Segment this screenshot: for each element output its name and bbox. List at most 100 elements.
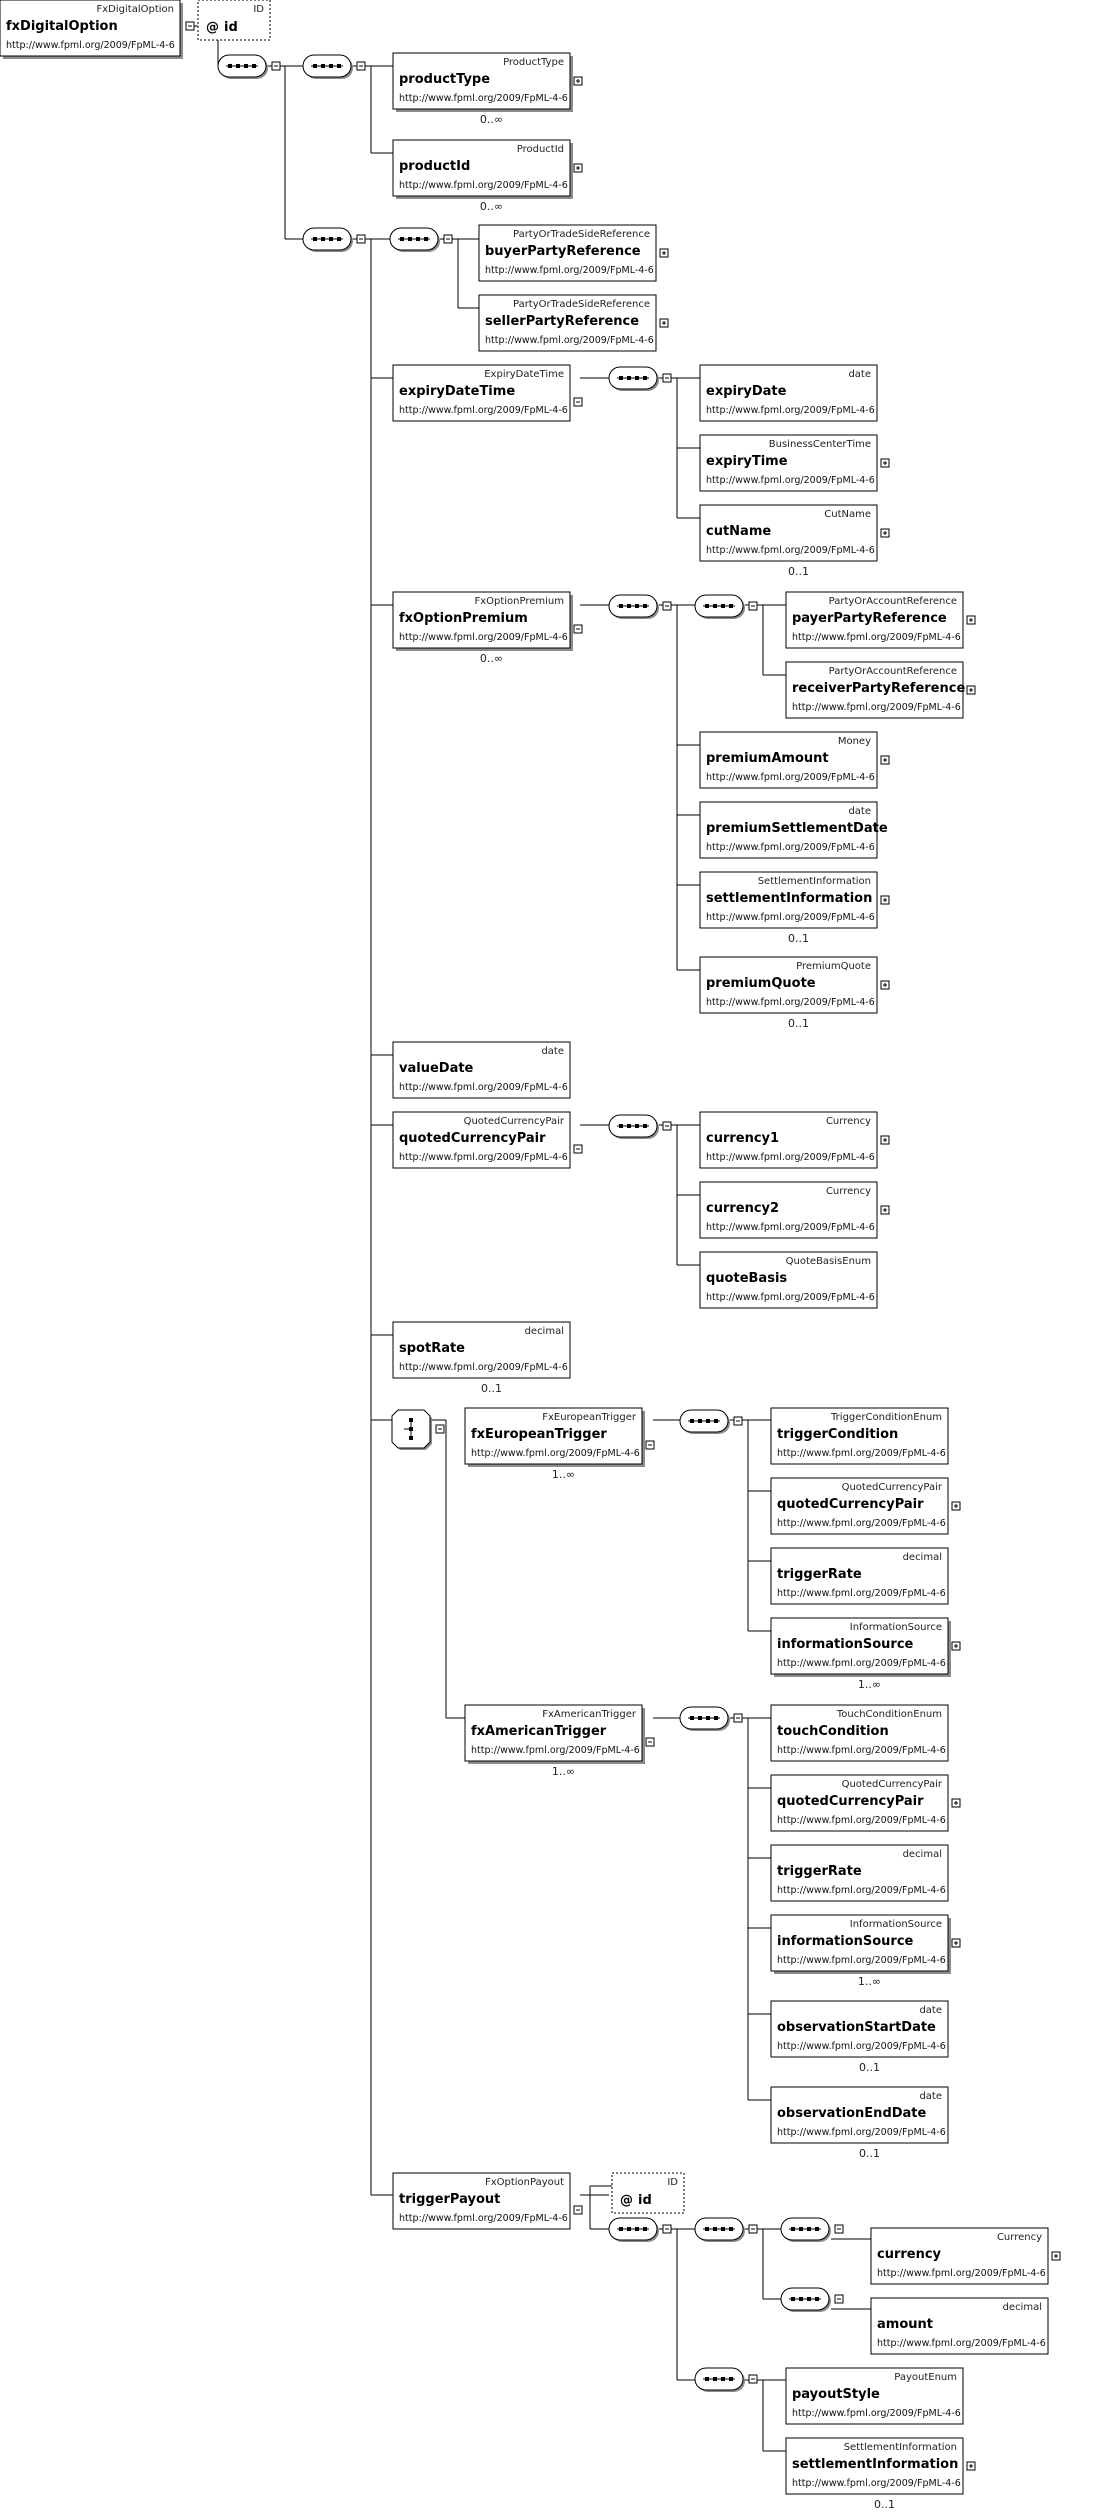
currency-expand-icon[interactable]	[1051, 2251, 1061, 2261]
element-valueDate[interactable]: datevalueDatehttp://www.fpml.org/2009/Fp…	[392, 1041, 571, 1099]
element-expiryDateTime[interactable]: ExpiryDateTimeexpiryDateTimehttp://www.f…	[392, 364, 571, 422]
element-quotedCurrencyPair[interactable]: QuotedCurrencyPairquotedCurrencyPairhttp…	[392, 1111, 571, 1169]
settlementInformation1-expand-icon[interactable]	[880, 895, 890, 905]
seq-party-refs[interactable]	[389, 227, 440, 252]
seq-payout-style-collapse-icon[interactable]	[748, 2374, 758, 2384]
element-cutName[interactable]: CutNamecutNamehttp://www.fpml.org/2009/F…	[699, 504, 878, 562]
currency2-expand-icon[interactable]	[880, 1205, 890, 1215]
element-fxEuropeanTrigger[interactable]: FxEuropeanTriggerfxEuropeanTriggerhttp:/…	[464, 1407, 645, 1467]
fxOptionPremium-collapse-icon[interactable]	[573, 624, 583, 634]
element-productId[interactable]: ProductIdproductIdhttp://www.fpml.org/20…	[392, 139, 573, 199]
seq-main[interactable]	[217, 54, 268, 79]
element-sellerPartyReference[interactable]: PartyOrTradeSideReferencesellerPartyRefe…	[478, 294, 657, 352]
productType-expand-icon[interactable]	[573, 76, 583, 86]
seq-parties-collapse-icon[interactable]	[356, 234, 366, 244]
productId-expand-icon[interactable]	[573, 163, 583, 173]
fxEuropeanTrigger-collapse-icon[interactable]	[645, 1440, 655, 1450]
premiumAmount-expand-icon[interactable]	[880, 755, 890, 765]
element-observationStartDate[interactable]: dateobservationStartDatehttp://www.fpml.…	[770, 2000, 949, 2058]
settlementInformation2-expand-icon[interactable]	[966, 2461, 976, 2471]
seq-payout-choice-collapse-icon[interactable]	[748, 2224, 758, 2234]
element-currency1[interactable]: Currencycurrency1http://www.fpml.org/200…	[699, 1111, 878, 1169]
payerPartyReference-expand-icon[interactable]	[966, 615, 976, 625]
element-root[interactable]: FxDigitalOptionfxDigitalOptionhttp://www…	[0, 0, 183, 59]
seq-payout-amount-2[interactable]	[780, 2287, 831, 2312]
element-name: quotedCurrencyPair	[777, 1794, 924, 1809]
attr-root-id[interactable]: ID@id	[197, 0, 271, 41]
seq-product-collapse-icon[interactable]	[356, 61, 366, 71]
element-spotRate[interactable]: decimalspotRatehttp://www.fpml.org/2009/…	[392, 1321, 571, 1379]
element-premiumSettlementDate[interactable]: datepremiumSettlementDatehttp://www.fpml…	[699, 801, 888, 859]
seq-european-collapse-icon[interactable]	[733, 1416, 743, 1426]
seq-payout[interactable]	[608, 2217, 659, 2242]
element-fxAmericanTrigger[interactable]: FxAmericanTriggerfxAmericanTriggerhttp:/…	[464, 1704, 645, 1764]
seq-product[interactable]	[302, 54, 353, 79]
element-currency2[interactable]: Currencycurrency2http://www.fpml.org/200…	[699, 1181, 878, 1239]
seq-premium-collapse-icon[interactable]	[662, 601, 672, 611]
element-productType[interactable]: ProductTypeproductTypehttp://www.fpml.or…	[392, 52, 573, 112]
seq-payout-choice[interactable]	[694, 2217, 745, 2242]
quotedCurrencyPair2-expand-icon[interactable]	[951, 1501, 961, 1511]
choice-trigger[interactable]	[391, 1409, 432, 1450]
seq-european[interactable]	[679, 1409, 730, 1434]
element-receiverPartyReference[interactable]: PartyOrAccountReferencereceiverPartyRefe…	[785, 661, 965, 719]
element-settlementInformation1[interactable]: SettlementInformationsettlementInformati…	[699, 871, 878, 929]
element-informationSource2[interactable]: InformationSourceinformationSourcehttp:/…	[770, 1914, 951, 1974]
receiverPartyReference-expand-icon[interactable]	[966, 685, 976, 695]
informationSource1-expand-icon[interactable]	[951, 1641, 961, 1651]
quotedCurrencyPair3-expand-icon[interactable]	[951, 1798, 961, 1808]
sellerPartyReference-expand-icon[interactable]	[659, 318, 669, 328]
seq-payout-style[interactable]	[694, 2367, 745, 2392]
seq-american-collapse-icon[interactable]	[733, 1713, 743, 1723]
currency1-expand-icon[interactable]	[880, 1135, 890, 1145]
informationSource2-expand-icon[interactable]	[951, 1938, 961, 1948]
expiryDateTime-collapse-icon[interactable]	[573, 397, 583, 407]
element-triggerPayout[interactable]: FxOptionPayouttriggerPayouthttp://www.fp…	[392, 2172, 571, 2230]
element-payerPartyReference[interactable]: PartyOrAccountReferencepayerPartyReferen…	[785, 591, 964, 649]
attr-payout-id[interactable]: ID@id	[611, 2172, 685, 2214]
choice-collapse-icon[interactable]	[435, 1424, 445, 1434]
root-collapse-icon[interactable]	[185, 21, 195, 31]
element-fxOptionPremium[interactable]: FxOptionPremiumfxOptionPremiumhttp://www…	[392, 591, 573, 651]
seq-premium-refs-collapse-icon[interactable]	[748, 601, 758, 611]
seq-payout-collapse-icon[interactable]	[662, 2224, 672, 2234]
seq-currency-pair[interactable]	[608, 1114, 659, 1139]
premiumQuote-expand-icon[interactable]	[880, 980, 890, 990]
seq-payout-amount-collapse-icon[interactable]	[834, 2224, 844, 2234]
element-triggerCondition[interactable]: TriggerConditionEnumtriggerConditionhttp…	[770, 1407, 949, 1465]
element-expiryDate[interactable]: dateexpiryDatehttp://www.fpml.org/2009/F…	[699, 364, 878, 422]
seq-expiry-collapse-icon[interactable]	[662, 373, 672, 383]
quotedCurrencyPair-collapse-icon[interactable]	[573, 1144, 583, 1154]
element-observationEndDate[interactable]: dateobservationEndDatehttp://www.fpml.or…	[770, 2086, 949, 2144]
seq-premium[interactable]	[608, 594, 659, 619]
seq-payout-amount[interactable]	[780, 2217, 831, 2242]
seq-party-refs-collapse-icon[interactable]	[443, 234, 453, 244]
element-triggerRate1[interactable]: decimaltriggerRatehttp://www.fpml.org/20…	[770, 1547, 949, 1605]
element-quotedCurrencyPair2[interactable]: QuotedCurrencyPairquotedCurrencyPairhttp…	[770, 1477, 949, 1535]
seq-currency-pair-collapse-icon[interactable]	[662, 1121, 672, 1131]
seq-payout-amount-2-collapse-icon[interactable]	[834, 2294, 844, 2304]
element-triggerRate2[interactable]: decimaltriggerRatehttp://www.fpml.org/20…	[770, 1844, 949, 1902]
element-premiumQuote[interactable]: PremiumQuotepremiumQuotehttp://www.fpml.…	[699, 956, 878, 1014]
seq-expiry[interactable]	[608, 366, 659, 391]
seq-main-collapse-icon[interactable]	[271, 61, 281, 71]
element-premiumAmount[interactable]: MoneypremiumAmounthttp://www.fpml.org/20…	[699, 731, 878, 789]
element-buyerPartyReference[interactable]: PartyOrTradeSideReferencebuyerPartyRefer…	[478, 224, 657, 282]
seq-premium-refs[interactable]	[694, 594, 745, 619]
element-expiryTime[interactable]: BusinessCenterTimeexpiryTimehttp://www.f…	[699, 434, 878, 492]
element-quoteBasis[interactable]: QuoteBasisEnumquoteBasishttp://www.fpml.…	[699, 1251, 878, 1309]
element-currency[interactable]: Currencycurrencyhttp://www.fpml.org/2009…	[870, 2227, 1049, 2285]
buyerPartyReference-expand-icon[interactable]	[659, 248, 669, 258]
seq-parties[interactable]	[302, 227, 353, 252]
element-payoutStyle[interactable]: PayoutEnumpayoutStylehttp://www.fpml.org…	[785, 2367, 964, 2425]
fxAmericanTrigger-collapse-icon[interactable]	[645, 1737, 655, 1747]
element-informationSource1[interactable]: InformationSourceinformationSourcehttp:/…	[770, 1617, 951, 1677]
seq-american[interactable]	[679, 1706, 730, 1731]
element-amount[interactable]: decimalamounthttp://www.fpml.org/2009/Fp…	[870, 2297, 1049, 2355]
expiryTime-expand-icon[interactable]	[880, 458, 890, 468]
element-touchCondition[interactable]: TouchConditionEnumtouchConditionhttp://w…	[770, 1704, 949, 1762]
element-quotedCurrencyPair3[interactable]: QuotedCurrencyPairquotedCurrencyPairhttp…	[770, 1774, 949, 1832]
element-settlementInformation2[interactable]: SettlementInformationsettlementInformati…	[785, 2437, 964, 2495]
triggerPayout-collapse-icon[interactable]	[573, 2205, 583, 2215]
cutName-expand-icon[interactable]	[880, 528, 890, 538]
